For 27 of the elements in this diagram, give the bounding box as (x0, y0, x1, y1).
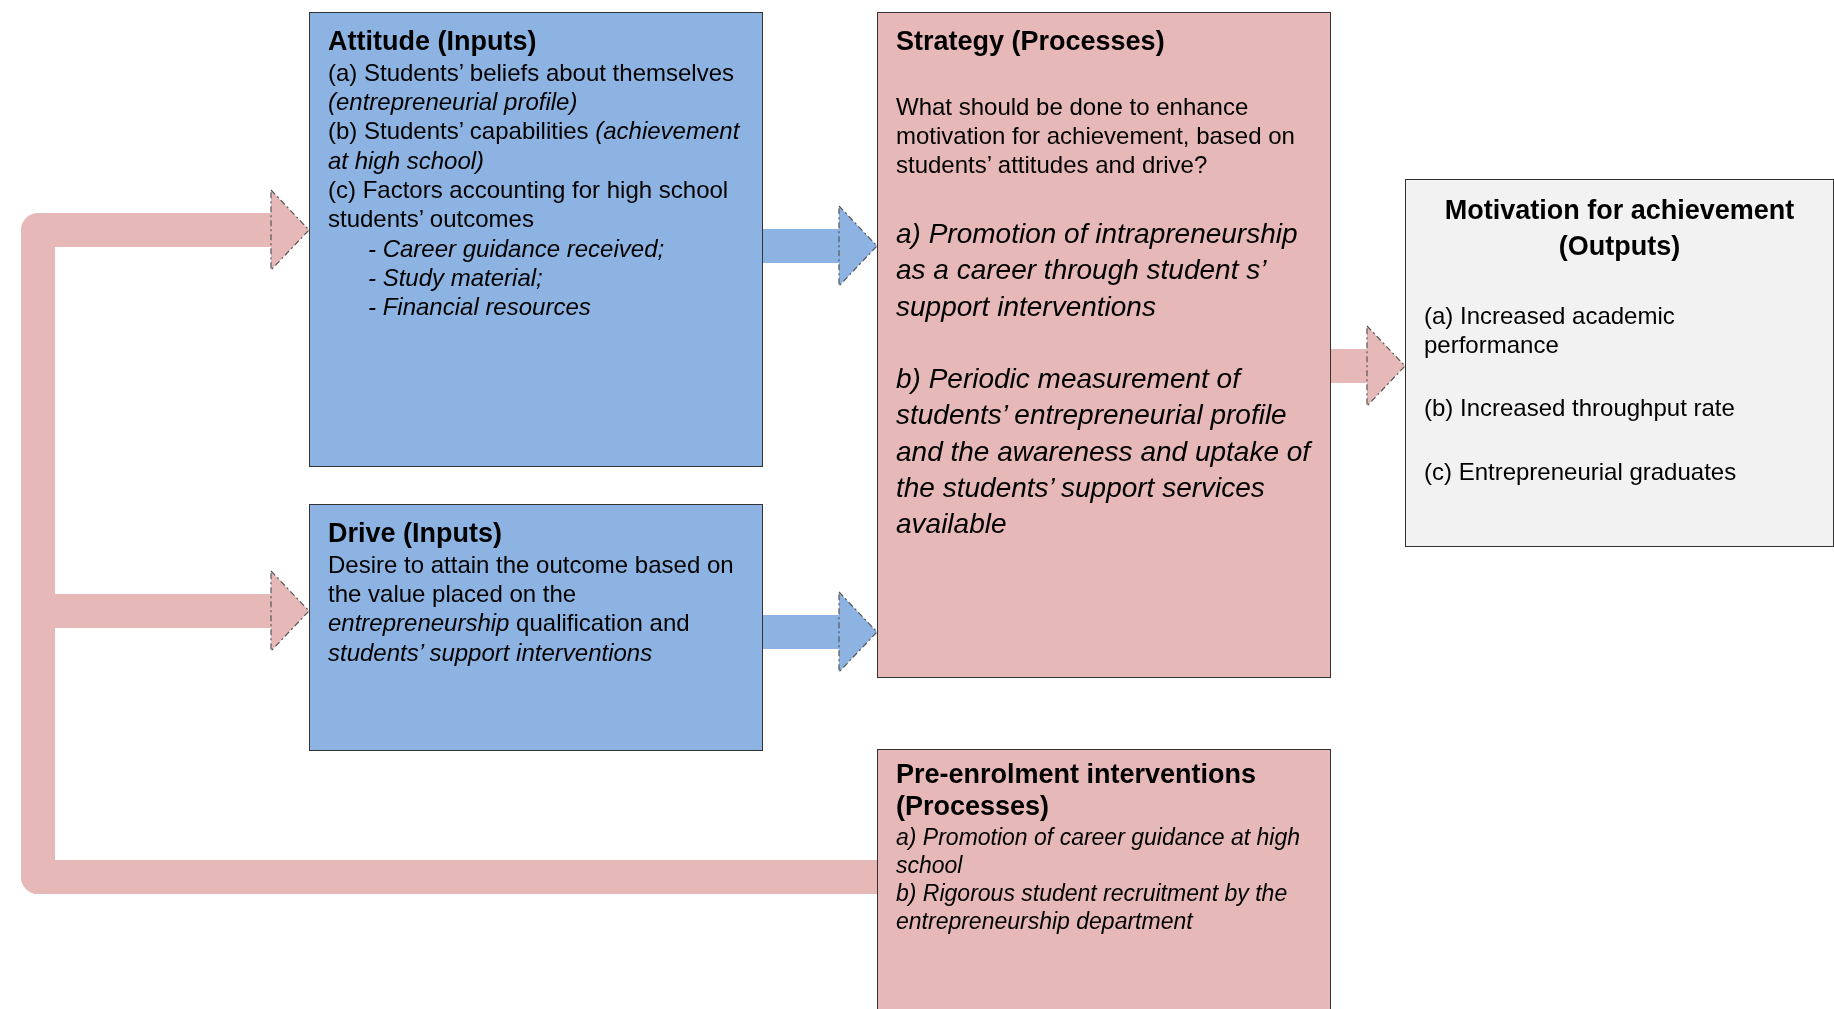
box-text: (a) Students’ beliefs about themselves (entrepreneurial profile) (328, 57, 735, 117)
box-text: (b) Increased throughput rate (1424, 393, 1736, 423)
box-text: - Career guidance received; (368, 233, 666, 263)
box-text: b) Periodic measurement of students’ entrepreneurial profile and the awareness and uptake of the students’ support services available (896, 361, 1312, 542)
box-text: Desire to attain the outcome based on the value placed on the entrepreneurship qualification and students’ support interventions (328, 549, 735, 667)
box-heading: Attitude (Inputs) (328, 25, 538, 58)
process-box (1405, 179, 1834, 547)
process-box (309, 12, 763, 467)
process-box (877, 12, 1331, 678)
box-text: (c) Factors accounting for high school students’ outcomes (328, 175, 730, 234)
box-text: a) Promotion of intrapreneurship as a career through student s’ support interventions (896, 216, 1299, 324)
block-arrow (763, 591, 878, 673)
box-text: (a) Increased academic performance (1424, 300, 1676, 360)
box-text: (c) Entrepreneurial graduates (1424, 456, 1738, 486)
box-heading: Pre-enrolment interventions (Processes) (896, 758, 1258, 823)
block-arrow (763, 205, 878, 287)
box-heading: Drive (Inputs) (328, 517, 503, 550)
process-box (877, 749, 1331, 1009)
box-text: (b) Students’ capabilities (achievement at high school) (328, 116, 741, 175)
process-box (309, 504, 763, 751)
box-heading: Motivation for achievement (Outputs) (1443, 194, 1796, 264)
box-text: b) Rigorous student recruitment by the entrepreneurship department (896, 878, 1289, 935)
box-heading: Strategy (Processes) (896, 25, 1166, 58)
box-text: - Financial resources (368, 292, 592, 322)
box-text: What should be done to enhance motivation for achievement, based on students’ attitudes and drive? (896, 91, 1296, 180)
block-arrow (1331, 325, 1406, 407)
box-text: - Study material; (368, 262, 544, 293)
